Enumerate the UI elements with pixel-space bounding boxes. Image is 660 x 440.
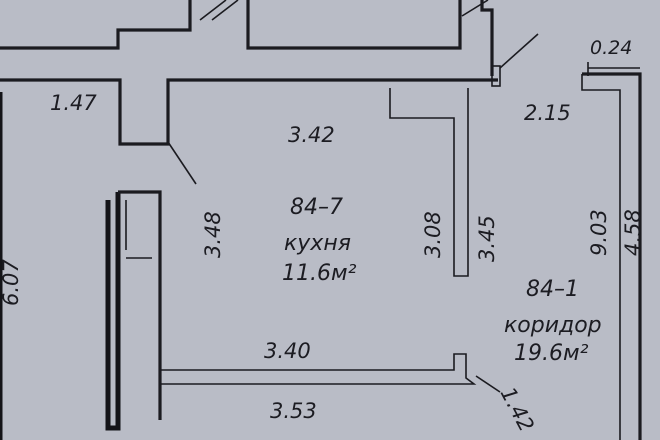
room-corridor: 84–1 коридор 19.6м² (504, 277, 602, 366)
right-wall-inner (581, 74, 621, 440)
dim-340: 3.40 (264, 339, 311, 363)
kitchen-north-wall (0, 78, 498, 146)
kitchen-number: 84–7 (290, 195, 343, 220)
leader-line-024 (499, 33, 539, 69)
kitchen-name: кухня (284, 231, 351, 256)
dim-458: 4.58 (621, 209, 645, 256)
kitchen-walls (0, 33, 642, 440)
room-kitchen: 84–7 кухня 11.6м² (282, 195, 357, 286)
south-partition-wall (160, 353, 477, 385)
dim-024: 0.24 (590, 37, 632, 59)
west-partition-outer (105, 192, 121, 431)
dim-607: 6.07 (0, 259, 23, 306)
dim-147: 1.47 (50, 91, 97, 115)
leader-line-348 (167, 141, 197, 185)
top-wall-outline (0, 0, 192, 50)
outer-walls (0, 0, 494, 76)
south-partition (160, 353, 501, 393)
west-partition-inner (118, 190, 162, 420)
leader-line-142 (475, 375, 501, 393)
kitchen-area: 11.6м² (282, 261, 357, 286)
dim-345: 3.45 (475, 215, 499, 262)
corridor-number: 84–1 (526, 277, 579, 302)
dim-353: 3.53 (270, 399, 317, 423)
right-wall (582, 72, 642, 440)
corridor-name: коридор (504, 313, 602, 338)
corridor-area: 19.6м² (514, 341, 589, 366)
dim-308: 3.08 (421, 211, 445, 258)
top-wall-segment-right (480, 0, 494, 76)
dim-903: 9.03 (587, 209, 611, 256)
west-partition-detail (125, 200, 152, 259)
dim-342: 3.42 (288, 123, 335, 147)
door-hinge-right (461, 0, 489, 17)
dim-215: 2.15 (524, 101, 571, 125)
top-wall-segment-middle (246, 0, 462, 50)
column-stub (491, 65, 501, 87)
west-partition (105, 190, 162, 431)
dim-142: 1.42 (496, 383, 539, 436)
door-hinge-left (199, 0, 239, 21)
dim-348: 3.48 (201, 211, 225, 258)
partition-wall (389, 88, 469, 277)
